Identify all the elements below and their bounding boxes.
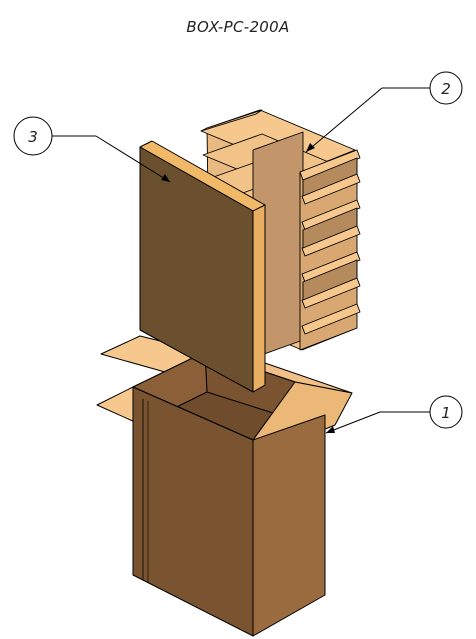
callout-2-number: 2 [441, 80, 451, 98]
board-part-3 [139, 140, 266, 393]
callout-3-number: 3 [28, 128, 38, 146]
box-part-1 [96, 335, 353, 637]
board-face [139, 146, 254, 393]
callout-1: 1 [325, 395, 463, 434]
board-right-edge [252, 204, 266, 393]
callout-1-number: 1 [441, 404, 451, 422]
callout-2: 2 [305, 71, 463, 153]
callout-3: 3 [13, 116, 171, 183]
drawing-title: BOX-PC-200A [186, 18, 290, 36]
box-right-side [252, 414, 326, 637]
